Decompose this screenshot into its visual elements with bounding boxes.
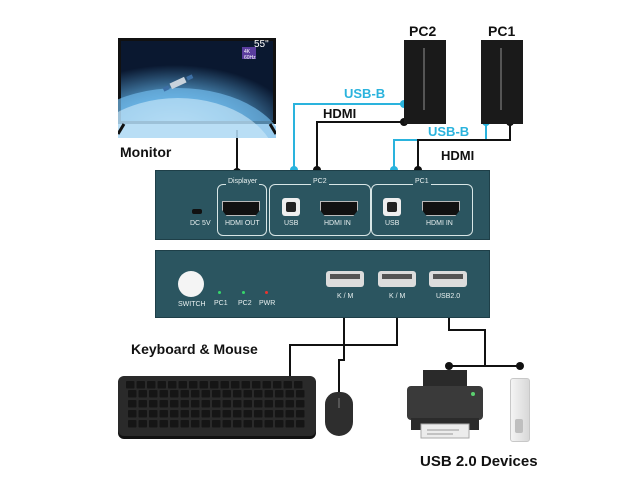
hdmi-label-pc2: HDMI	[323, 106, 357, 121]
led-pc1-icon	[218, 291, 221, 294]
monitor-label: Monitor	[120, 144, 172, 160]
usb-b-label-pc2: USB-B	[344, 86, 386, 101]
km2-usb-port	[378, 271, 416, 287]
usb20-label: USB2.0	[436, 293, 461, 300]
usb20-port	[429, 271, 467, 287]
pc2-hdmi-in-port	[320, 201, 358, 216]
led-pc1-label: PC1	[214, 300, 228, 307]
pc1-usb-b-port	[383, 198, 401, 216]
monitor: 55" 4K 60Hz	[68, 38, 288, 238]
pc2-usb-label: USB	[284, 220, 299, 227]
usb-devices-label: USB 2.0 Devices	[420, 453, 538, 470]
monitor-badge-60hz: 60Hz	[244, 55, 256, 61]
km1-cable	[338, 292, 345, 392]
monitor-badge-4k: 4K	[244, 49, 251, 55]
led-pc2-label: PC2	[238, 300, 252, 307]
usb-flash-drive-icon	[510, 378, 530, 442]
kvm-front-panel: SWITCH PC1 PC2 PWR K / M K / M USB2.0	[155, 250, 490, 318]
km1-usb-port	[326, 271, 364, 287]
monitor-icon	[68, 38, 288, 238]
keyboard	[118, 376, 316, 436]
hdmi-label-pc1: HDMI	[441, 148, 475, 163]
hdmi-out-port	[222, 201, 260, 216]
pc1-hdmi-in-label: HDMI IN	[426, 220, 453, 227]
pc2-hdmi-cable	[316, 121, 404, 172]
dc-label: DC 5V	[190, 220, 211, 227]
pc2-hdmi-in-label: HDMI IN	[324, 220, 351, 227]
switch-label: SWITCH	[178, 301, 206, 308]
switch-button[interactable]	[178, 271, 204, 297]
keyboard-keys-icon	[126, 381, 305, 428]
pc2-label: PC2	[409, 23, 437, 39]
usb-b-label-pc1: USB-B	[428, 124, 470, 139]
pc2-usb-b-port	[282, 198, 300, 216]
dc-port	[192, 209, 202, 214]
led-pwr-label: PWR	[259, 300, 276, 307]
pc1-usb-label: USB	[385, 220, 400, 227]
pc2-usb-cable	[293, 103, 404, 172]
pc1-hdmi-cable	[417, 122, 511, 172]
pc2-group-label: PC2	[311, 178, 329, 185]
pc2-tower	[404, 40, 446, 124]
pc1-label: PC1	[488, 23, 516, 39]
printer-icon	[403, 370, 487, 440]
km2-label: K / M	[389, 293, 406, 300]
led-pwr-icon	[265, 291, 268, 294]
monitor-size-badge: 55"	[254, 39, 269, 50]
km1-label: K / M	[337, 293, 354, 300]
keyboard-mouse-label: Keyboard & Mouse	[131, 341, 258, 357]
displayer-label: Displayer	[226, 178, 260, 185]
pc1-group-label: PC1	[413, 178, 431, 185]
kvm-back-panel: DC 5V Displayer HDMI OUT PC2 USB HDMI IN…	[155, 170, 490, 240]
pc1-tower	[481, 40, 523, 124]
led-pc2-icon	[242, 291, 245, 294]
hdmi-out-label: HDMI OUT	[225, 220, 260, 227]
km2-cable	[289, 292, 398, 378]
mouse	[325, 392, 353, 436]
pc1-hdmi-in-port	[422, 201, 460, 216]
